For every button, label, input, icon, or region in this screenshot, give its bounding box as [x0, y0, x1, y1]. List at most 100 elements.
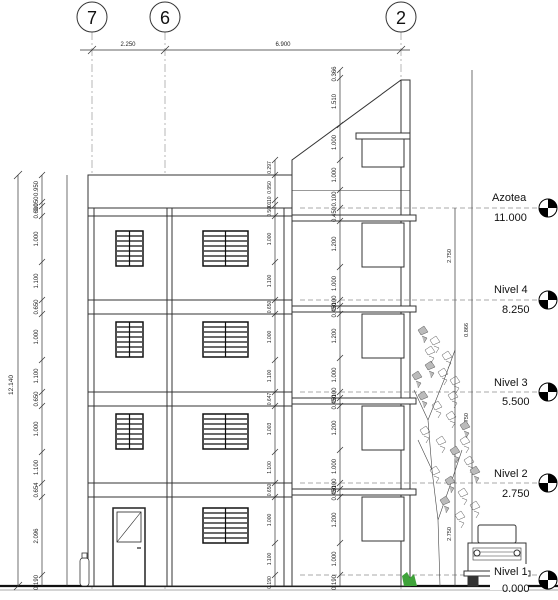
dimension-tick	[271, 258, 279, 266]
dimension-label: 0.600	[34, 203, 40, 219]
dimension-label: 1.000	[34, 231, 40, 247]
grid-bubble-6: 6	[149, 1, 181, 33]
dimension-tick	[38, 171, 46, 179]
window	[202, 413, 249, 450]
inner-dimension: 2.750	[447, 527, 453, 541]
balconies	[291, 132, 417, 542]
dimension-tick	[336, 493, 344, 501]
leaf-cluster	[447, 390, 459, 409]
dimension-label: 1.000	[267, 233, 273, 246]
dimension-label: 0.654	[34, 482, 40, 498]
dimension-tick	[336, 186, 344, 194]
tree-foliage	[411, 325, 481, 529]
overall-dimension-line	[13, 170, 23, 591]
dimension-tick	[336, 302, 344, 310]
leaf-cluster	[435, 435, 447, 454]
window	[202, 321, 249, 358]
dimension-label: 1.000	[332, 167, 338, 183]
leaf-cluster	[437, 367, 449, 386]
dimension-tick	[38, 258, 46, 266]
right-dimension-chain: 0.3661.5101.0001.0000.1000.4501.2001.000…	[332, 66, 344, 590]
leaf-cluster	[459, 420, 471, 439]
leaf-cluster	[459, 435, 471, 454]
leaf-cluster	[431, 400, 443, 419]
dimension-label: 1.000	[34, 421, 40, 437]
dimension-tick	[38, 198, 46, 206]
grid-bubble-2: 2	[385, 1, 417, 33]
dimension-label: 0.190	[332, 574, 338, 590]
level-value: 2.750	[502, 488, 530, 500]
tree-dimension: 0.866	[464, 323, 470, 337]
level-marker-nivel-3: Nivel 3 5.500	[494, 377, 558, 408]
windows-left	[115, 230, 144, 450]
dimension-tick	[38, 212, 46, 220]
dimension-tick	[271, 356, 279, 364]
dimension-tick	[271, 196, 279, 204]
leaf-cluster	[424, 360, 436, 379]
leaf-cluster	[454, 510, 466, 529]
dimension-tick	[38, 448, 46, 456]
dimension-label: 1.100	[34, 459, 40, 475]
window	[115, 230, 144, 267]
dimension-tick	[271, 571, 279, 579]
dimension-label: 0.050	[34, 196, 40, 212]
dimension-label: 0.450	[332, 394, 338, 410]
dimension-label: 1.000	[267, 331, 273, 344]
dimension-label: 1.100	[267, 275, 273, 288]
overall-height-label: 12.140	[8, 375, 15, 395]
dimension-tick	[336, 354, 344, 362]
dimension-label: 1.000	[332, 275, 338, 291]
dimension-label: 0.100	[332, 191, 338, 207]
dimension-label: 0.647	[267, 393, 273, 406]
level-marker-azotea: Azotea 11.000	[492, 192, 558, 224]
leaf-cluster	[449, 445, 461, 464]
dimension-label: 1.000	[332, 458, 338, 474]
leaf-cluster	[424, 345, 436, 364]
dimension-tick	[336, 66, 344, 74]
dimension-tick	[38, 310, 46, 318]
dimension-label: 1.000	[34, 329, 40, 345]
dimension-label: 0.100	[332, 387, 338, 403]
dimension-label: 2.096	[34, 528, 40, 544]
dimension-chains	[41, 70, 473, 586]
dimension-label: 0.500	[267, 204, 273, 217]
dimension-label: 1.200	[332, 236, 338, 252]
leaf-cluster	[429, 335, 441, 354]
leaf-cluster	[441, 350, 453, 369]
dimension-tick	[336, 217, 344, 225]
leaf-cluster	[457, 487, 469, 506]
level-marker-nivel-1: Nivel 1 0.000	[490, 564, 558, 595]
shrub	[402, 572, 417, 586]
leaf-cluster	[411, 370, 423, 389]
level-value: 11.000	[494, 212, 527, 224]
dimension-label: 1.100	[267, 553, 273, 566]
grid-axis-label: 7	[87, 8, 97, 28]
dimension-label: 0.650	[267, 484, 273, 497]
level-name: Nivel 4	[494, 284, 528, 296]
dimension-tick	[271, 402, 279, 410]
dimension-tick	[38, 493, 46, 501]
leaf-cluster	[444, 475, 456, 494]
leaf-cluster	[419, 425, 431, 444]
level-name: Nivel 1	[494, 566, 528, 578]
dimension-tick	[336, 539, 344, 547]
dimension-tick	[271, 171, 279, 179]
level-name: Nivel 3	[494, 377, 528, 389]
window	[115, 321, 144, 358]
dimension-tick	[336, 394, 344, 402]
entrance-door	[112, 507, 146, 587]
level-symbol-icon	[538, 198, 558, 218]
window	[202, 507, 249, 544]
dimension-label: 1.200	[332, 512, 338, 528]
top-dimension: 6.900	[275, 42, 291, 48]
level-name: Nivel 2	[494, 468, 528, 480]
leaf-cluster	[445, 410, 457, 429]
dimension-tick	[336, 310, 344, 318]
level-symbol-icon	[538, 290, 558, 310]
dimension-tick	[271, 212, 279, 220]
gas-tank	[79, 552, 90, 587]
windows-mid	[202, 230, 249, 544]
top-dimension: 2.250	[120, 42, 136, 48]
dimension-tick	[38, 296, 46, 304]
level-name: Azotea	[492, 192, 527, 204]
